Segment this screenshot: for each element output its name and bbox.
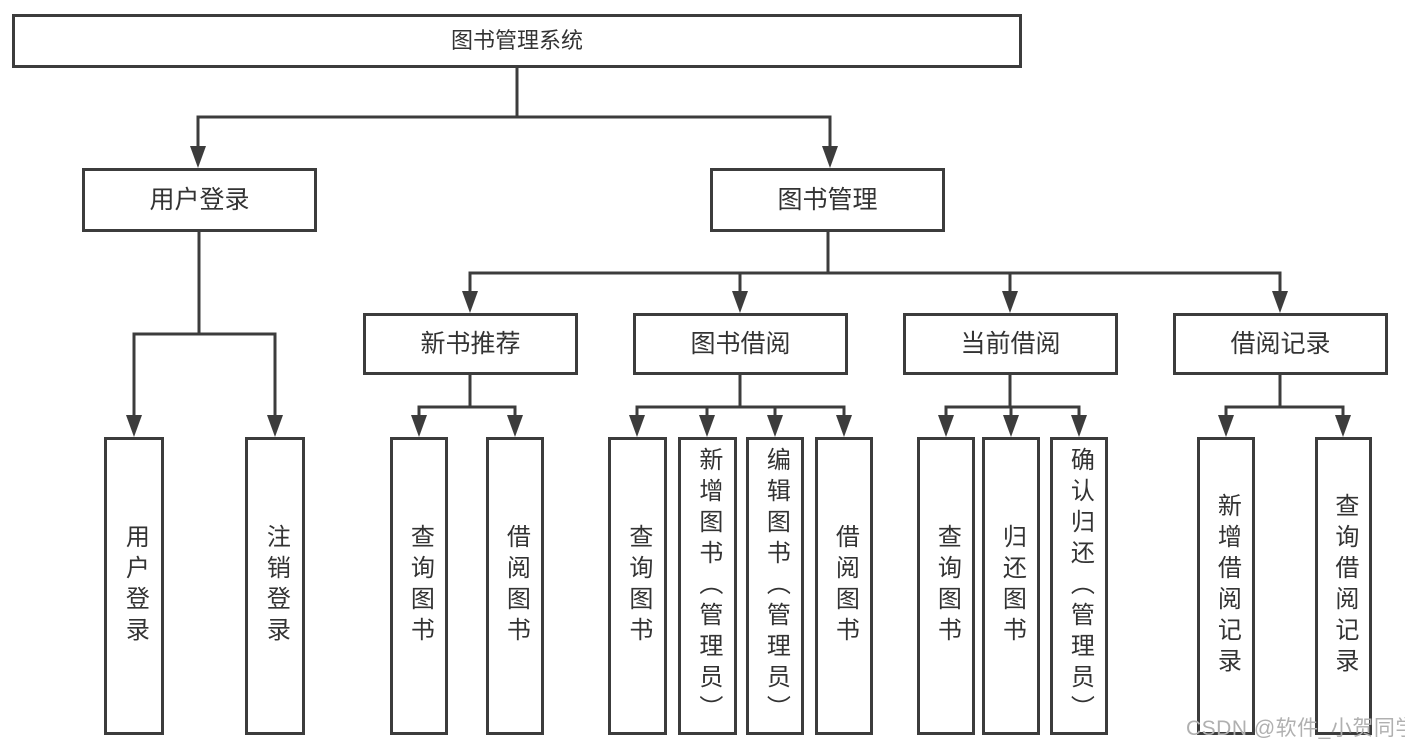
arrowhead	[699, 415, 715, 437]
arrowhead	[1002, 291, 1018, 313]
node-leaf-borrow-borrow-book: 借阅图书	[815, 437, 873, 735]
connector-root-to-level2	[190, 66, 838, 168]
node-leaf-current-confirm-return-admin: 确认归还（管理员）	[1050, 437, 1108, 735]
arrowhead	[822, 146, 838, 168]
connector-borrow-record-to-leaves	[1218, 373, 1351, 437]
node-leaf-borrow-edit-book-admin: 编辑图书（管理员）	[746, 437, 804, 735]
arrowhead	[629, 415, 645, 437]
node-leaf-rec-borrow-book: 借阅图书	[486, 437, 544, 735]
csdn-watermark: CSDN @软件_小贺同学	[1186, 717, 1405, 740]
arrowhead	[732, 291, 748, 313]
node-leaf-record-query: 查询借阅记录	[1315, 437, 1372, 735]
arrowhead	[267, 415, 283, 437]
arrowhead	[1071, 415, 1087, 437]
node-leaf-user-login: 用户登录	[104, 437, 164, 735]
node-leaf-current-return-book: 归还图书	[982, 437, 1040, 735]
connector-user-login-to-leaves	[126, 230, 283, 437]
arrowhead	[1272, 291, 1288, 313]
node-leaf-record-add: 新增借阅记录	[1197, 437, 1255, 735]
node-user-login-group: 用户登录	[82, 168, 317, 232]
node-borrowing-records: 借阅记录	[1173, 313, 1388, 375]
node-leaf-rec-query-book: 查询图书	[390, 437, 448, 735]
connector-new-book-rec-to-leaves	[411, 373, 523, 437]
node-leaf-logout: 注销登录	[245, 437, 305, 735]
node-current-borrowing: 当前借阅	[903, 313, 1118, 375]
arrowhead	[938, 415, 954, 437]
node-leaf-current-query-book: 查询图书	[917, 437, 975, 735]
arrowhead	[411, 415, 427, 437]
connector-book-borrow-to-leaves	[629, 373, 852, 437]
node-new-book-recommend: 新书推荐	[363, 313, 578, 375]
arrowhead	[462, 291, 478, 313]
arrowhead	[836, 415, 852, 437]
node-root-system: 图书管理系统	[12, 14, 1022, 68]
connector-current-borrow-to-leaves	[938, 373, 1087, 437]
node-leaf-borrow-add-book-admin: 新增图书（管理员）	[678, 437, 737, 735]
connector-book-mgmt-to-level3	[462, 230, 1288, 313]
arrowhead	[190, 146, 206, 168]
node-book-borrowing: 图书借阅	[633, 313, 848, 375]
arrowhead	[1218, 415, 1234, 437]
arrowhead	[767, 415, 783, 437]
arrowhead	[126, 415, 142, 437]
arrowhead	[1003, 415, 1019, 437]
node-book-management: 图书管理	[710, 168, 945, 232]
arrowhead	[507, 415, 523, 437]
arrowhead	[1335, 415, 1351, 437]
node-leaf-borrow-query-book: 查询图书	[608, 437, 667, 735]
